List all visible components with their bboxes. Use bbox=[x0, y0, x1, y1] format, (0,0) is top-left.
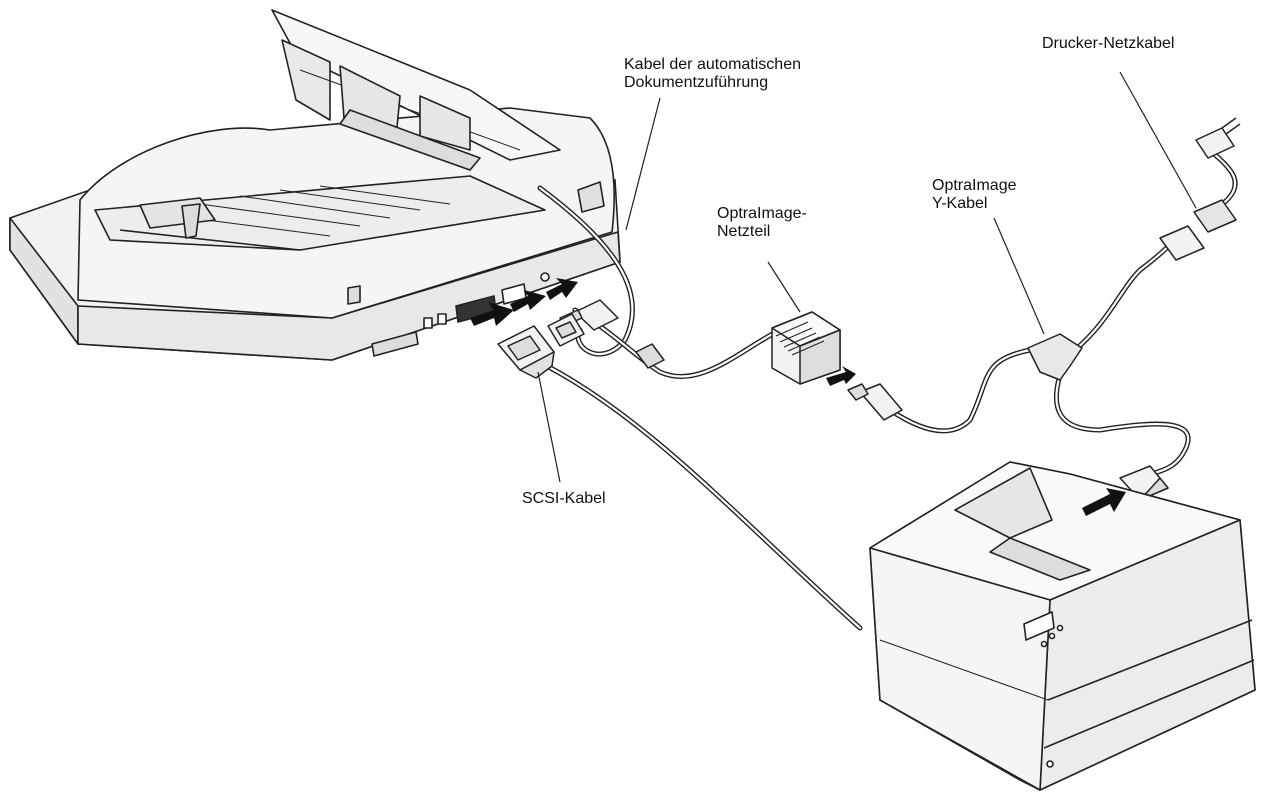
arrows bbox=[470, 278, 1126, 516]
label-y-cable-line1: OptraImage bbox=[932, 177, 1017, 194]
leader-scsi-cable bbox=[537, 371, 561, 483]
label-adf-cable-line1: Kabel der automatischen bbox=[624, 56, 801, 73]
leader-lines bbox=[537, 71, 1197, 483]
scanner-with-adf bbox=[9, 9, 621, 361]
label-optraimage-y-cable: OptraImage Y-Kabel bbox=[932, 177, 1016, 213]
arrow-printer-power bbox=[1082, 488, 1126, 516]
y-splitter bbox=[1027, 333, 1083, 381]
optraimage-power-supply bbox=[771, 311, 841, 385]
label-printer-power-cord-line1: Drucker-Netzkabel bbox=[1042, 35, 1175, 52]
connectors bbox=[497, 117, 1241, 501]
label-power-supply-line2: Netzteil bbox=[717, 223, 771, 240]
y-cable-psu-branch bbox=[887, 347, 1033, 434]
leader-adf-cable bbox=[625, 97, 661, 231]
wall-plug bbox=[1195, 127, 1235, 159]
label-scsi-cable-line1: SCSI-Kabel bbox=[522, 490, 606, 507]
label-adf-cable-line2: Dokumentzuführung bbox=[624, 74, 769, 91]
leader-y-cable bbox=[993, 217, 1045, 335]
arrow-adf-power bbox=[546, 278, 578, 300]
label-scsi-cable: SCSI-Kabel bbox=[522, 490, 606, 508]
label-optraimage-power-supply: OptraImage- Netzteil bbox=[717, 205, 807, 241]
label-power-supply-line1: OptraImage- bbox=[717, 205, 807, 222]
arrow-psu-input bbox=[826, 366, 856, 386]
leader-printer-power-cord bbox=[1119, 71, 1197, 209]
leader-power-supply bbox=[767, 261, 801, 313]
label-y-cable-line2: Y-Kabel bbox=[932, 195, 988, 212]
label-adf-cable: Kabel der automatischen Dokumentzuführun… bbox=[624, 56, 801, 92]
y-cable-mains-branch bbox=[1072, 232, 1183, 353]
printer bbox=[869, 461, 1256, 791]
arrow-adf-db bbox=[510, 290, 546, 312]
label-printer-power-cord: Drucker-Netzkabel bbox=[1042, 35, 1174, 53]
arrow-scsi bbox=[470, 302, 514, 326]
